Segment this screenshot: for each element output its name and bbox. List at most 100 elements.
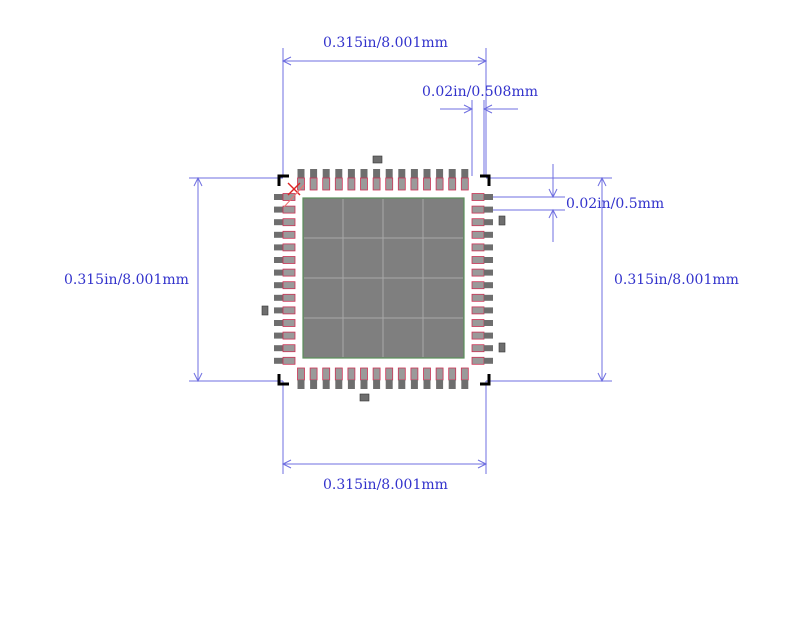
- bottom-pin: [360, 380, 368, 389]
- top-pad: [397, 177, 406, 191]
- bottom-pin: [297, 380, 305, 389]
- alignment-marks: [261, 155, 506, 402]
- right-pad: [471, 319, 485, 327]
- right-pin: [484, 257, 493, 263]
- left-pad: [282, 319, 296, 327]
- right-pin: [484, 244, 493, 251]
- pitch-label: 0.02in/0.5mm: [566, 196, 665, 212]
- left-pad: [282, 356, 296, 365]
- right-pad: [471, 193, 485, 201]
- exposed-pad: [302, 197, 465, 359]
- left-pin: [274, 282, 283, 289]
- top-pin: [373, 169, 381, 178]
- left-pad: [282, 218, 296, 227]
- right-pin: [484, 194, 493, 200]
- top-pin: [423, 169, 431, 178]
- top-pad: [385, 177, 394, 191]
- bottom-pad: [297, 367, 305, 381]
- top-pad: [297, 177, 305, 191]
- bottom-pad: [334, 367, 343, 381]
- bottom-pad: [372, 367, 381, 381]
- top-pad: [448, 177, 457, 191]
- bottom-pad: [460, 367, 469, 381]
- bottom-pin: [322, 380, 330, 389]
- top-pin: [322, 169, 330, 178]
- top-pad: [334, 177, 343, 191]
- left-pin: [274, 231, 283, 238]
- top-pad: [460, 177, 469, 191]
- right-pin: [484, 219, 493, 226]
- bottom-pin: [335, 380, 343, 389]
- right-pad: [471, 331, 485, 340]
- top-pad: [423, 177, 431, 191]
- right-pad: [471, 268, 485, 277]
- right-height-label: 0.315in/8.001mm: [614, 272, 739, 288]
- left-pin: [274, 320, 283, 326]
- left-pad: [282, 243, 296, 252]
- pad-group: [274, 169, 493, 389]
- bottom-pin: [448, 380, 456, 389]
- right-pin: [484, 332, 493, 339]
- right-pin: [484, 282, 493, 289]
- right-pin: [484, 345, 493, 352]
- left-pad: [282, 293, 296, 302]
- right-pin: [484, 307, 493, 314]
- bottom-pin: [373, 380, 381, 389]
- bottom-pad: [435, 367, 444, 381]
- top-pad: [435, 177, 444, 191]
- pin1-marker-icon: [283, 182, 305, 208]
- top-width-label: 0.315in/8.001mm: [323, 35, 448, 51]
- left-pin: [274, 345, 283, 352]
- bottom-pad: [385, 367, 394, 381]
- right-pin: [484, 320, 493, 326]
- bottom-pad: [423, 367, 431, 381]
- right-pin: [484, 357, 493, 364]
- left-pad: [282, 281, 296, 290]
- bottom-pad: [347, 367, 356, 381]
- top-pin: [335, 169, 343, 178]
- bottom-pin: [347, 380, 355, 389]
- right-pad: [471, 218, 485, 227]
- left-pad: [282, 331, 296, 340]
- right-pad: [471, 344, 485, 353]
- right-pad: [471, 205, 485, 214]
- bottom-pad: [448, 367, 457, 381]
- right-pad: [471, 243, 485, 252]
- bottom-pin: [398, 380, 406, 389]
- bottom-pad: [309, 367, 318, 381]
- right-pin: [484, 231, 493, 238]
- left-pin: [274, 206, 283, 213]
- top-pad: [347, 177, 356, 191]
- dimension-lines: [189, 48, 612, 474]
- right-pad: [471, 306, 485, 315]
- bottom-pin: [410, 380, 418, 389]
- left-pin: [274, 357, 283, 364]
- bottom-width-label: 0.315in/8.001mm: [323, 477, 448, 493]
- top-pad: [322, 177, 331, 191]
- top-pin: [360, 169, 368, 178]
- left-pad: [282, 306, 296, 315]
- top-pin: [385, 169, 393, 178]
- left-pin: [274, 307, 283, 314]
- body-outline-corners: [277, 174, 491, 386]
- left-pad: [282, 268, 296, 277]
- bottom-pad: [397, 367, 406, 381]
- right-pin: [484, 206, 493, 213]
- top-pin: [347, 169, 355, 178]
- top-pin: [310, 169, 318, 178]
- top-pin: [461, 169, 469, 178]
- bottom-pad: [322, 367, 331, 381]
- right-pad: [471, 230, 485, 239]
- left-height-label: 0.315in/8.001mm: [64, 272, 189, 288]
- right-pad: [471, 281, 485, 290]
- top-pin: [398, 169, 406, 178]
- bottom-pin: [385, 380, 393, 389]
- top-pin: [436, 169, 444, 178]
- bottom-pin: [461, 380, 469, 389]
- left-pin: [274, 244, 283, 251]
- left-pad: [282, 205, 296, 214]
- right-pin: [484, 294, 493, 301]
- right-pad: [471, 293, 485, 302]
- left-pad: [282, 344, 296, 353]
